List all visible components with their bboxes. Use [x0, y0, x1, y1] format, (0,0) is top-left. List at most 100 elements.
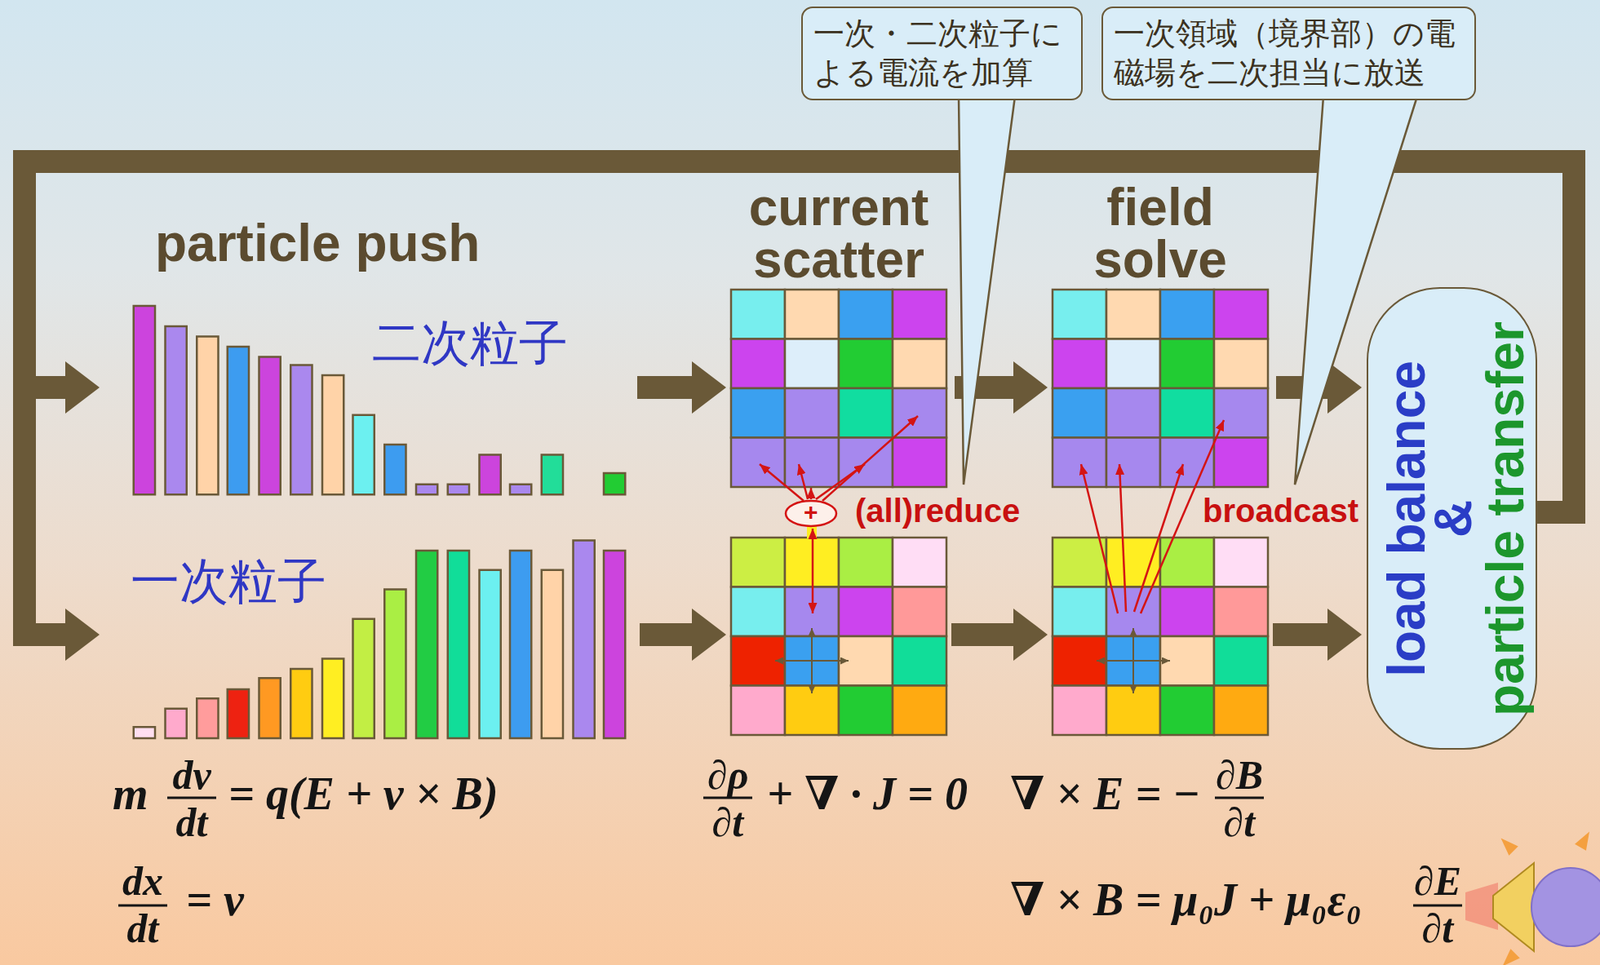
callout-text: 一次領域（境界部）の電 磁場を二次担当に放送	[1113, 14, 1464, 93]
target-sphere	[1531, 868, 1600, 947]
histogram-bar	[603, 473, 625, 495]
reduce-arrow	[810, 487, 813, 500]
operator-symbol: +	[803, 500, 819, 525]
grid-cell	[1052, 686, 1107, 736]
histogram-bar	[259, 357, 281, 496]
reduce-arrow	[811, 528, 815, 614]
grid-cell	[1052, 537, 1107, 588]
grid-cell	[1052, 388, 1107, 439]
histogram-bar	[416, 550, 438, 739]
exchange-arrow	[1132, 628, 1135, 694]
domain-grid	[731, 537, 947, 736]
grid-cell	[731, 537, 785, 588]
equation-term: dt	[127, 906, 160, 952]
histogram-bar	[447, 484, 470, 496]
grid-cell	[1052, 339, 1107, 390]
grid-cell	[1214, 388, 1268, 439]
grid-cell	[1214, 537, 1268, 588]
grid-cell	[838, 289, 893, 340]
equation-term: ∂t	[712, 800, 745, 846]
histogram-bar	[259, 678, 281, 739]
domain-grid	[731, 289, 947, 488]
histogram-bar	[353, 619, 375, 739]
grid-panel: current scatter	[731, 181, 950, 488]
laser-target-icon	[1465, 828, 1600, 965]
histogram-bar	[165, 709, 187, 739]
equation-term: m	[112, 769, 149, 820]
grid-cell	[731, 289, 785, 340]
histogram-bar	[133, 305, 156, 495]
secondary-histogram	[133, 305, 626, 495]
spark-arrow	[1498, 948, 1521, 965]
grid-cell	[892, 438, 947, 488]
stage-heading: field solve	[1052, 181, 1268, 286]
grid-cell	[892, 339, 947, 390]
histogram-bar	[479, 455, 501, 496]
callout-box: 一次領域（境界部）の電 磁場を二次担当に放送	[1101, 6, 1476, 101]
grid-cell	[1160, 686, 1215, 736]
histogram-bar	[384, 444, 406, 495]
grid-cell	[892, 289, 947, 340]
broadcast-arrow	[1134, 464, 1184, 612]
histogram-bar	[165, 326, 187, 495]
bar-chart: particle push二次粒子	[104, 215, 633, 498]
reduce-arrow	[759, 464, 804, 501]
box-text: &	[1427, 500, 1480, 538]
histogram-bar	[509, 484, 532, 496]
grid-cell	[731, 339, 785, 390]
grid-cell	[838, 388, 893, 439]
grid-cell	[784, 289, 839, 340]
equation-term: + ∇ · J = 0	[766, 769, 968, 820]
histogram-bar	[416, 484, 438, 496]
grid-cell	[838, 537, 893, 588]
grid-cell	[838, 587, 893, 638]
callout-text: 一次・二次粒子に よる電流を加算	[813, 14, 1071, 93]
histogram-bar	[322, 375, 344, 495]
equation-term: = q(E + v × B)	[228, 769, 499, 820]
grid-cell	[1160, 339, 1215, 390]
grid-cell	[731, 686, 785, 736]
equation-term: = v	[186, 875, 244, 927]
histogram-bar	[353, 415, 375, 496]
domain-grid	[1052, 289, 1268, 488]
grid-cell	[731, 587, 785, 638]
grid-cell	[731, 388, 785, 439]
equation-term: dx	[122, 859, 164, 905]
histogram-bar	[447, 550, 470, 739]
equation-term: ∂t	[1422, 906, 1454, 952]
grid-cell	[1106, 289, 1161, 340]
grid-cell	[1052, 587, 1107, 638]
grid-cell	[784, 438, 839, 488]
box-text: particle transfer	[1479, 321, 1532, 717]
broadcast-arrow	[1081, 464, 1118, 614]
grid-cell	[838, 339, 893, 390]
equation-term: ∂ρ	[707, 753, 749, 798]
histogram-bar	[290, 669, 312, 739]
histogram-bar	[227, 346, 249, 495]
grid-cell	[1214, 686, 1268, 736]
process-box: load balance&particle transfer	[1366, 287, 1538, 750]
equation-term: dv	[172, 753, 212, 798]
grid-cell	[1214, 339, 1268, 390]
pointer-outline	[958, 96, 1015, 485]
broadcast-arrow	[1119, 464, 1126, 612]
histogram-bar	[227, 689, 249, 739]
histogram-bar	[196, 698, 218, 739]
reduce-arrow	[798, 464, 808, 500]
grid-cell	[1214, 289, 1268, 340]
grid-cell	[1106, 438, 1161, 488]
flow-arrow	[951, 623, 1014, 647]
equation-term: ∇ × B = μ₀J + μ₀ε₀	[1010, 875, 1362, 927]
histogram-bar	[133, 726, 156, 739]
grid-cell	[1106, 537, 1161, 588]
operation-label: (all)reduce	[855, 491, 1020, 530]
series-label: 一次粒子	[130, 553, 327, 610]
grid-cell	[1106, 339, 1161, 390]
box-text: load balance	[1380, 360, 1433, 678]
grid-cell	[892, 537, 947, 588]
histogram-bar	[509, 550, 532, 739]
grid-cell	[1106, 388, 1161, 439]
histogram-bar	[196, 336, 218, 496]
